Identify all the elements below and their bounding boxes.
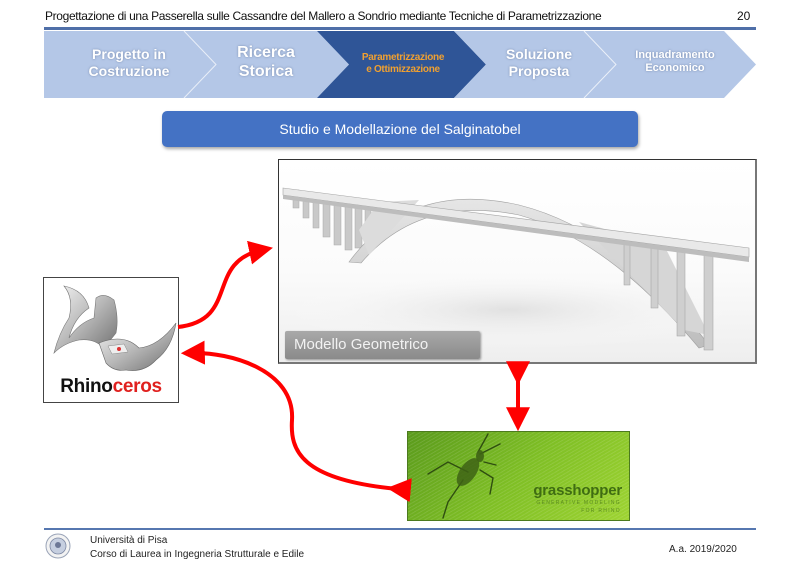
rhinoceros-logo: Rhinoceros — [43, 277, 179, 403]
grasshopper-insect-icon — [427, 433, 501, 519]
step-2-line2: Storica — [238, 62, 294, 80]
step-1-line1: Progetto in — [92, 46, 166, 62]
header-divider — [44, 27, 756, 30]
step-4-line1: Soluzione — [505, 46, 573, 62]
bridge-model-image: Modello Geometrico — [278, 159, 757, 364]
step-1-line2: Costruzione — [88, 62, 170, 79]
step-3-line1: Parametrizzazione — [361, 52, 445, 63]
rhino-head-icon — [53, 285, 177, 371]
process-steps: Progetto in Costruzione Ricerca Storica … — [44, 31, 756, 98]
step-5-line1: Inquadramento — [635, 49, 715, 61]
arrow-grasshopper-to-rhino — [180, 340, 412, 503]
wordmark-part-ceros: ceros — [112, 376, 163, 397]
grasshopper-wordmark: grasshopper — [533, 482, 622, 499]
step-chevron-3[interactable] — [317, 31, 486, 98]
step-label-4: Soluzione Proposta — [489, 46, 589, 79]
footer-university: Università di Pisa — [90, 535, 168, 546]
bridge-illustration — [279, 187, 750, 351]
rhinoceros-wordmark: Rhinoceros — [44, 376, 178, 398]
step-chevron-1[interactable] — [44, 31, 216, 98]
footer-course: Corso di Laurea in Ingegneria Struttural… — [90, 549, 305, 560]
step-label-3: Parametrizzazione e Ottimizzazione — [344, 52, 462, 76]
wordmark-part-rhino: Rhino — [60, 376, 113, 397]
grasshopper-tagline-1: GENERATIVE MODELING — [536, 500, 621, 506]
chevron-shapes — [44, 31, 756, 98]
step-chevron-4[interactable] — [454, 31, 616, 98]
step-label-2: Ricerca Storica — [216, 44, 316, 82]
step-4-line2: Proposta — [508, 62, 570, 79]
step-chevron-5[interactable] — [584, 31, 756, 98]
grasshopper-logo: grasshopper GENERATIVE MODELING FOR RHIN… — [407, 431, 630, 521]
step-chevron-2[interactable] — [179, 31, 349, 98]
step-label-5: Inquadramento Economico — [616, 49, 734, 75]
section-title-button[interactable]: Studio e Modellazione del Salginatobel — [162, 111, 638, 147]
step-5-line2: Economico — [645, 61, 705, 74]
model-caption: Modello Geometrico — [285, 331, 480, 359]
step-label-1: Progetto in Costruzione — [64, 46, 194, 79]
step-2-line1: Ricerca — [237, 44, 295, 61]
page-number: 20 — [737, 9, 751, 23]
footer-divider — [44, 528, 756, 530]
slide-title: Progettazione di una Passerella sulle Ca… — [45, 9, 602, 23]
grasshopper-tagline-2: FOR RHINO — [581, 508, 621, 514]
arrow-rhino-to-model — [177, 240, 273, 329]
footer-academic-year: A.a. 2019/2020 — [669, 544, 737, 555]
step-3-line2: e Ottimizzazione — [366, 63, 440, 75]
university-seal-icon — [45, 533, 71, 559]
